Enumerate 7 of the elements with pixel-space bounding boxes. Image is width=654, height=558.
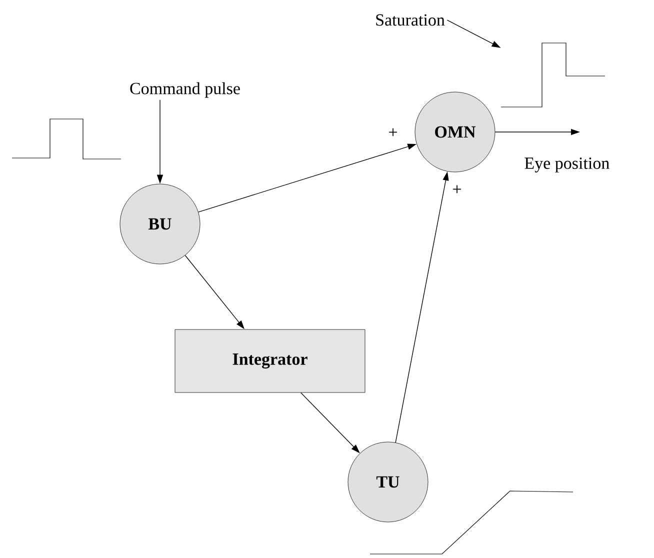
text-label: Saturation (376, 14, 445, 26)
text-label: Eye position (524, 158, 610, 172)
edge-label: + (387, 127, 399, 139)
process-box: Integrator (174, 329, 366, 393)
step-waveform-drawing (500, 42, 606, 108)
edge-label: + (451, 184, 463, 196)
text-label: Command pulse (130, 82, 240, 98)
